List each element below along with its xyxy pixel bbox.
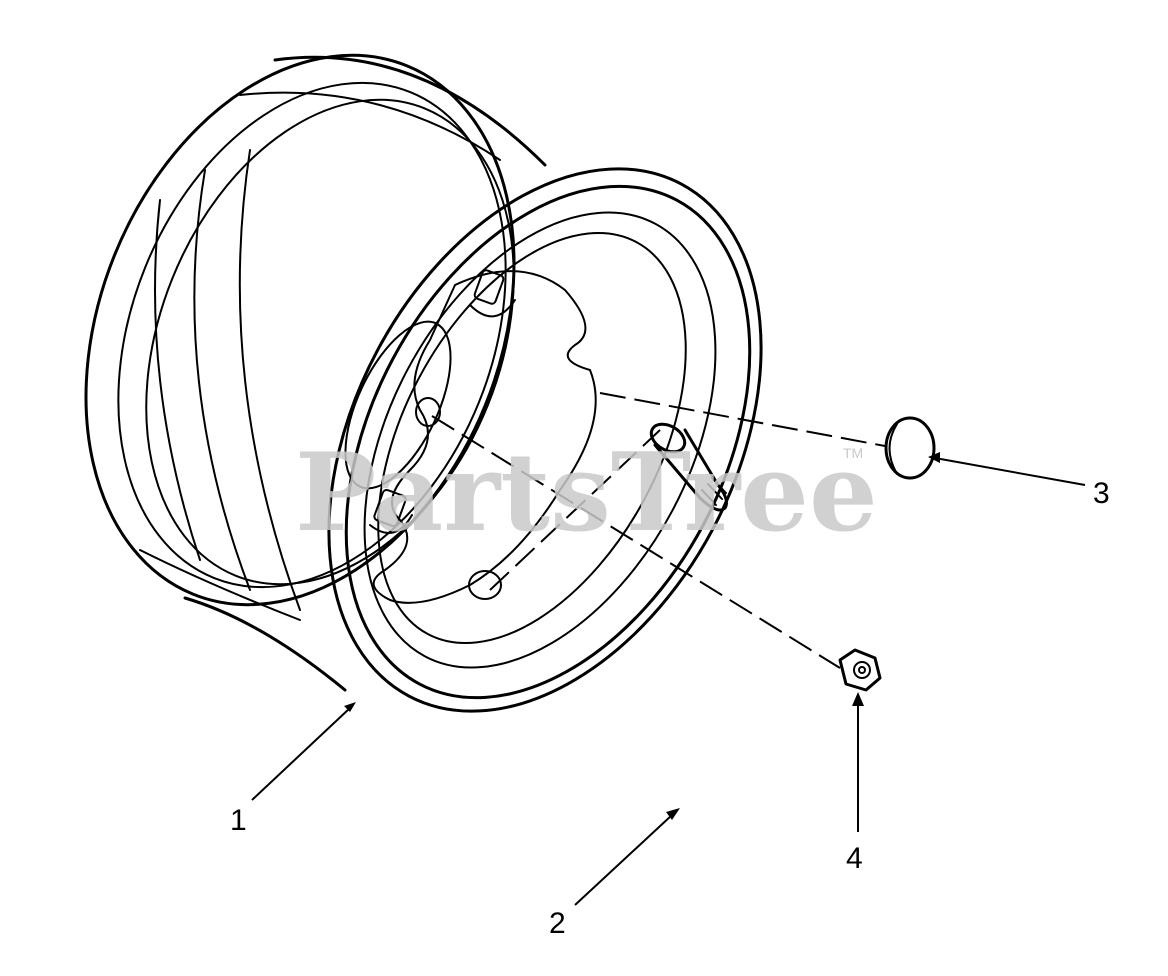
explode-lines [431, 392, 886, 669]
wheel-rim[interactable] [8, 0, 849, 785]
callout-2: 2 [549, 907, 566, 940]
callout-1: 1 [230, 804, 247, 837]
hub-cap[interactable] [884, 416, 936, 480]
lug-nut[interactable] [838, 648, 882, 692]
leader-lines [251, 452, 1086, 906]
callout-3: 3 [1093, 477, 1110, 510]
callout-4: 4 [846, 842, 863, 875]
watermark-text: PartsTree [295, 430, 878, 556]
valve-stem[interactable] [646, 419, 728, 512]
watermark-trademark: TM [843, 445, 863, 461]
